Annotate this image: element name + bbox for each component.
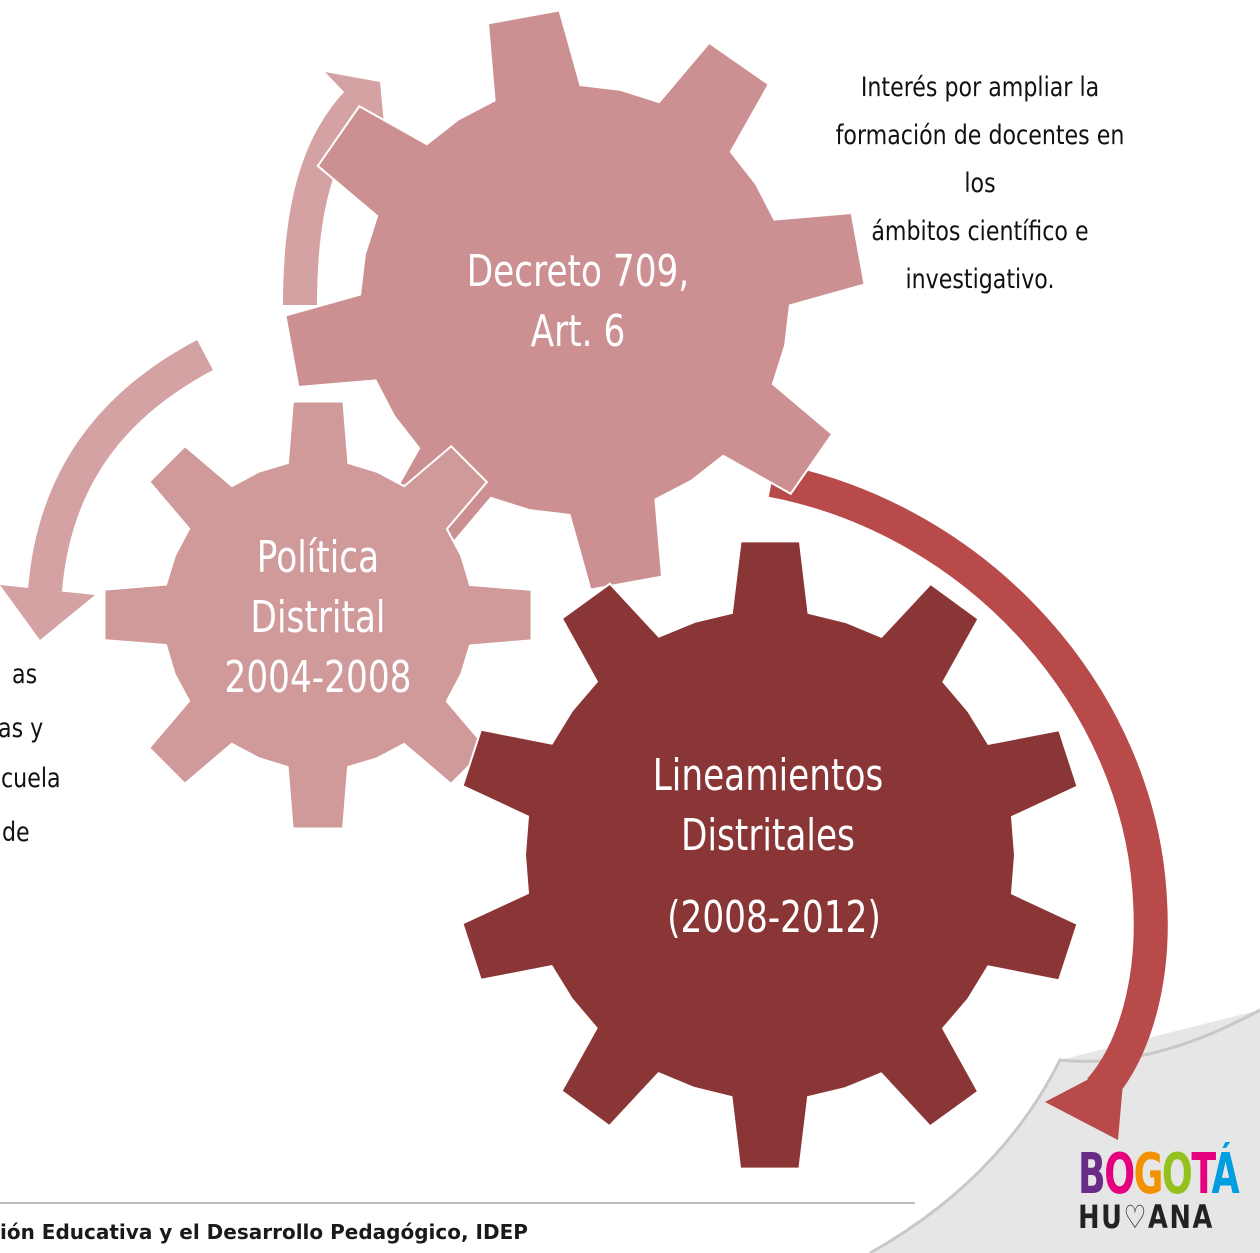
logo-letter: O <box>1104 1142 1135 1207</box>
logo-letter: G <box>1133 1142 1164 1207</box>
politica-line2: Distrital <box>251 592 386 643</box>
footer-divider <box>0 1202 915 1204</box>
logo-letter: B <box>1078 1142 1106 1207</box>
bogota-humana-logo: BOGOTÁ HU♡ANA <box>1078 1147 1248 1236</box>
logo-bottom-word: HU♡ANA <box>1078 1198 1214 1236</box>
decreto-line1: Decreto 709, <box>467 246 690 297</box>
gear-politica <box>103 400 533 830</box>
annotation-right-line: formación de docentes en los <box>835 120 1125 199</box>
page-curl <box>870 1010 1260 1253</box>
gear-lineamientos-shape <box>461 540 1079 1170</box>
lineamientos-line2: Distritales <box>681 810 855 861</box>
arrow-right-curved <box>768 463 1168 1140</box>
annotation-right-line: investigativo. <box>905 264 1055 295</box>
annotation-right-line: ámbitos científico e <box>871 216 1089 247</box>
logo-letter: Á <box>1211 1142 1240 1207</box>
annotation-right: Interés por ampliar la formación de doce… <box>824 64 1136 304</box>
annotation-left-line: de <box>2 817 30 848</box>
gear-lineamientos-label: Lineamientos Distritales (2008-2012) <box>653 750 884 943</box>
decreto-line2: Art. 6 <box>531 306 626 357</box>
logo-top-word: BOGOTÁ <box>1078 1147 1240 1203</box>
politica-line3: 2004-2008 <box>225 652 412 703</box>
annotation-left-line: as y <box>0 713 44 744</box>
lineamientos-line1: Lineamientos <box>653 750 884 801</box>
arrow-left-curved <box>0 339 213 640</box>
gear-decreto-shape <box>284 9 866 591</box>
gear-lineamientos <box>461 540 1079 1170</box>
page-curl-shadow <box>869 1008 1260 1253</box>
gear-politica-shape <box>103 400 533 830</box>
annotation-left-line: cuela <box>1 763 61 794</box>
politica-line1: Política <box>257 532 379 583</box>
gear-decreto <box>284 9 866 591</box>
logo-letter: O <box>1161 1142 1193 1207</box>
gear-decreto-label: Decreto 709, Art. 6 <box>467 246 690 357</box>
logo-letter: T <box>1191 1142 1213 1207</box>
lineamientos-line3: (2008-2012) <box>667 892 881 943</box>
annotation-left-line: as <box>12 659 38 690</box>
annotation-right-line: Interés por ampliar la <box>860 72 1100 103</box>
gear-politica-label: Política Distrital 2004-2008 <box>225 532 412 703</box>
footer-text: ión Educativa y el Desarrollo Pedagógico… <box>0 1220 528 1244</box>
